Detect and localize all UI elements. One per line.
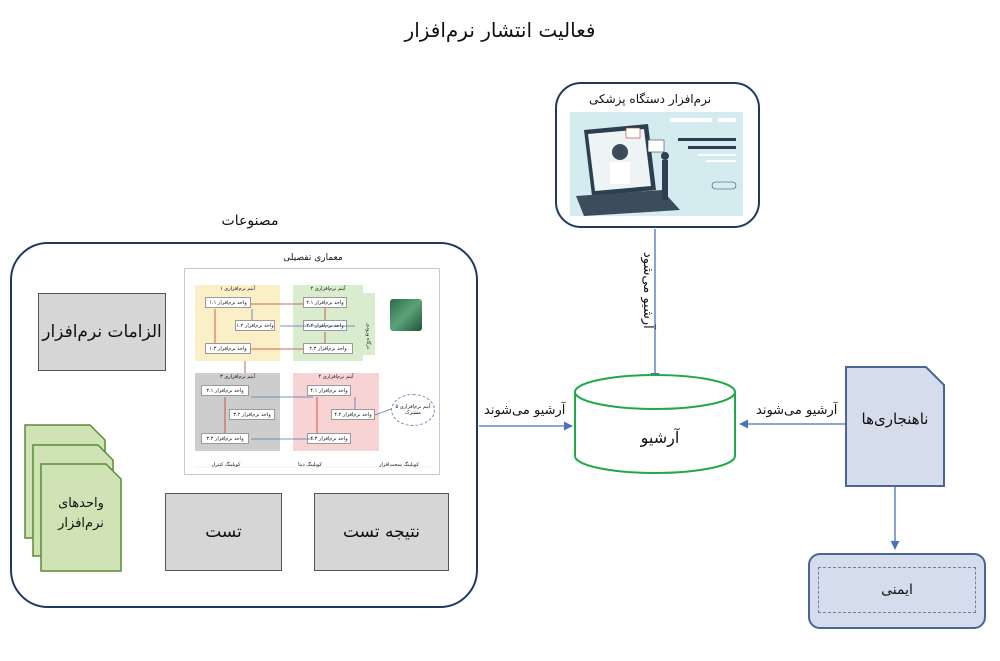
anomalies-document: [845, 366, 945, 487]
legend-data: کوپلینگ دیتا: [298, 462, 322, 468]
page-title: فعالیت انتشار نرم‌افزار: [404, 18, 596, 42]
unit-3-2: واحد نرم‌افزار ۳.۲: [229, 409, 275, 420]
legend-hardware: کوپلینگ سخت‌افزار: [379, 462, 419, 468]
unit-2-1: واحد نرم‌افزار ۲.۱: [303, 297, 347, 308]
test-box: تست: [165, 493, 282, 571]
safety-box: [808, 553, 986, 629]
software-units-label: واحدهای نرم‌افزار: [58, 496, 104, 531]
test-result-box: نتیجه تست: [314, 493, 449, 571]
artifacts-container: [10, 242, 478, 608]
detailed-architecture-diagram: آیتم نرم‌افزاری ۱ واحد نرم‌افزار ۱.۱ واح…: [184, 268, 440, 475]
artifacts-label: مصنوعات: [221, 213, 279, 229]
circuit-board-image: [390, 299, 422, 331]
shared-item-5-ellipse: آیتم نرم‌افزاری ۵ مشترک: [391, 394, 435, 426]
archive-label: آرشیو: [640, 428, 680, 447]
input-port-panel: درگاه ورودی: [357, 293, 375, 355]
unit-1-2: واحد نرم‌افزار ۱.۲: [235, 320, 275, 331]
telemedicine-laptop-image: [570, 112, 743, 216]
unit-3-1: واحد نرم‌افزار ۳.۱: [201, 385, 249, 396]
architecture-connectors: [195, 303, 431, 468]
anomalies-label: ناهنجاری‌ها: [861, 410, 929, 428]
legend-control: کوپلینگ کنترل: [211, 462, 241, 468]
software-item-2-panel: آیتم نرم‌افزاری ۲ واحد نرم‌افزار ۲.۱ واح…: [293, 285, 363, 361]
architecture-title: معماری تفصیلی: [283, 253, 343, 263]
units-document-stack: [24, 424, 122, 572]
software-requirements-box: الزامات نرم‌افزار: [38, 293, 166, 371]
unit-4-3: واحد نرم‌افزار ۴.۳: [307, 433, 351, 444]
software-item-1-panel: آیتم نرم‌افزاری ۱ واحد نرم‌افزار ۱.۱ واح…: [195, 285, 280, 361]
unit-4-1: واحد نرم‌افزار ۴.۱: [307, 385, 351, 396]
medical-device-software-label: نرم‌افزار دستگاه پزشکی: [588, 92, 712, 106]
unit-4-2: واحد نرم‌افزار ۴.۲: [331, 409, 375, 420]
unit-2-3: واحد نرم‌افزار ۲.۳: [303, 343, 353, 354]
unit-1-1: واحد نرم‌افزار ۱.۱: [205, 297, 251, 308]
edge-label-anomalies-archive: آرشیو می‌شوند: [756, 403, 838, 418]
unit-2-2: واحد نرم‌افزار ۲.۲: [303, 320, 347, 331]
safety-label: ایمنی: [818, 567, 976, 613]
archive-cylinder: [574, 374, 736, 474]
edge-label-device-archive: آرشیو می‌شود: [640, 252, 655, 329]
unit-1-3: واحد نرم‌افزار ۱.۳: [205, 343, 251, 354]
medical-device-software-box: [555, 82, 760, 228]
software-item-3-panel: آیتم نرم‌افزاری ۳ واحد نرم‌افزار ۳.۱ واح…: [195, 373, 280, 451]
unit-3-3: واحد نرم‌افزار ۳.۳: [201, 433, 249, 444]
edge-label-artifacts-archive: آرشیو می‌شوند: [484, 403, 566, 418]
medical-device-illustration: [570, 112, 743, 216]
software-item-4-panel: آیتم نرم‌افزاری ۴ واحد نرم‌افزار ۴.۱ واح…: [293, 373, 379, 451]
